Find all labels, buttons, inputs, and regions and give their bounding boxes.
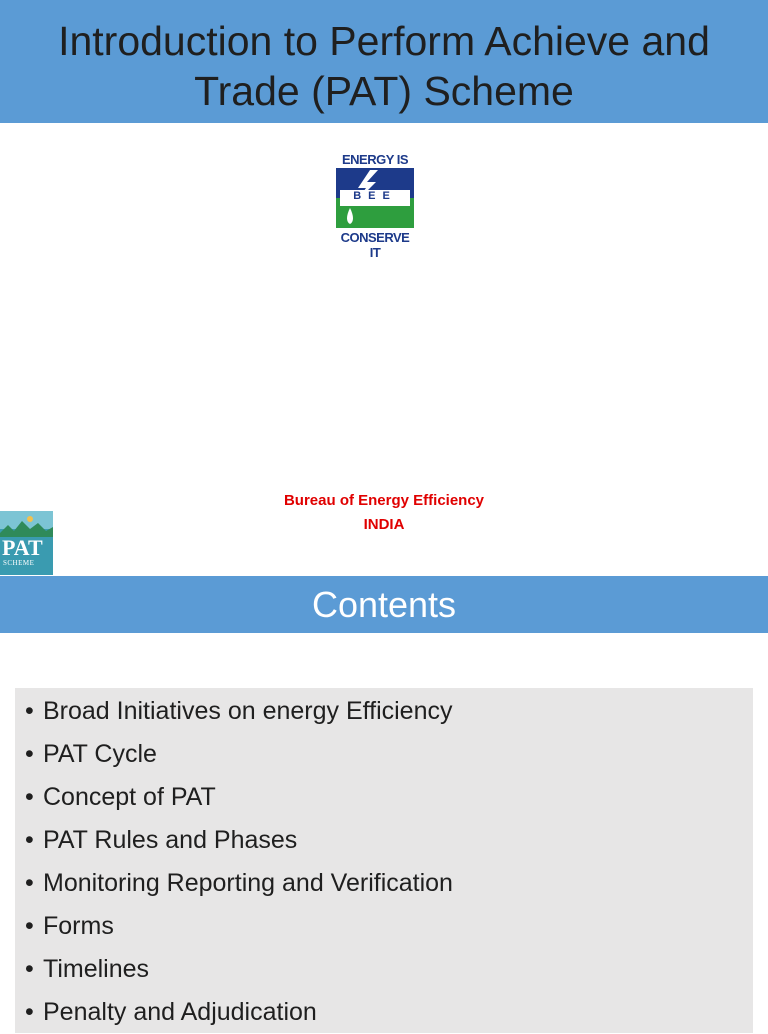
slide-title: Introduction to Perform Achieve and Trad… xyxy=(58,16,710,116)
contents-box: •Broad Initiatives on energy Efficiency … xyxy=(15,688,753,1033)
contents-item-text: Monitoring Reporting and Verification xyxy=(43,869,453,897)
contents-slide: Contents • Broad Initiatives on energy Ef… xyxy=(0,576,768,1033)
contents-item: • Broad Initiatives on energy Efficiency xyxy=(25,690,453,733)
contents-item: • Monitoring Reporting and Verification xyxy=(25,862,453,905)
bee-logo-bottom-text: CONSERVE IT xyxy=(340,230,410,260)
bee-logo: ENERGY IS LIFE BEE CONSERVE IT xyxy=(334,152,416,260)
bullet-icon: • xyxy=(25,697,34,725)
contents-item-text: PAT Cycle xyxy=(43,740,157,768)
contents-item: • Forms xyxy=(25,905,453,948)
contents-item-text: Timelines xyxy=(43,955,150,983)
organization-country: INDIA xyxy=(363,516,405,533)
contents-item-text: Penalty and Adjudication xyxy=(43,998,317,1026)
contents-item-text: Broad Initiatives on energy Efficiency xyxy=(43,697,453,725)
title-slide: Introduction to Perform Achieve and Trad… xyxy=(0,0,768,576)
bullet-icon: • xyxy=(25,912,34,940)
pat-logo-subtext: SCHEME xyxy=(3,559,35,567)
organization-name: Bureau of Energy Efficiency xyxy=(283,492,485,509)
contents-item: • Penalty and Adjudication xyxy=(25,991,453,1034)
contents-item: • Timelines xyxy=(25,948,453,991)
contents-item-text: Forms xyxy=(43,912,114,940)
slide-title-line-2: Trade (PAT) Scheme xyxy=(194,67,574,114)
contents-item: • PAT Cycle xyxy=(25,733,453,776)
contents-list: •Broad Initiatives on energy Efficiency … xyxy=(25,690,453,1034)
pat-logo-background xyxy=(0,511,53,575)
bee-logo-letters: BEE xyxy=(353,190,397,202)
contents-item-text: Concept of PAT xyxy=(43,783,216,811)
contents-item: • Concept of PAT xyxy=(25,776,453,819)
contents-item-text: PAT Rules and Phases xyxy=(43,826,298,854)
contents-item: • PAT Rules and Phases xyxy=(25,819,453,862)
title-bar: Introduction to Perform Achieve and Trad… xyxy=(0,0,768,123)
bullet-icon: • xyxy=(25,998,34,1026)
contents-heading: Contents xyxy=(311,583,457,625)
bee-logo-graphic xyxy=(336,168,414,228)
bullet-icon: • xyxy=(25,869,34,897)
bullet-icon: • xyxy=(25,740,34,768)
bullet-icon: • xyxy=(25,783,34,811)
slide-title-line-1: Introduction to Perform Achieve and xyxy=(58,17,710,64)
pat-scheme-logo: PAT SCHEME xyxy=(0,511,53,575)
bullet-icon: • xyxy=(25,955,34,983)
pat-logo-text: PAT xyxy=(2,535,43,560)
bullet-icon: • xyxy=(25,826,34,854)
contents-header-bar: Contents xyxy=(0,576,768,633)
